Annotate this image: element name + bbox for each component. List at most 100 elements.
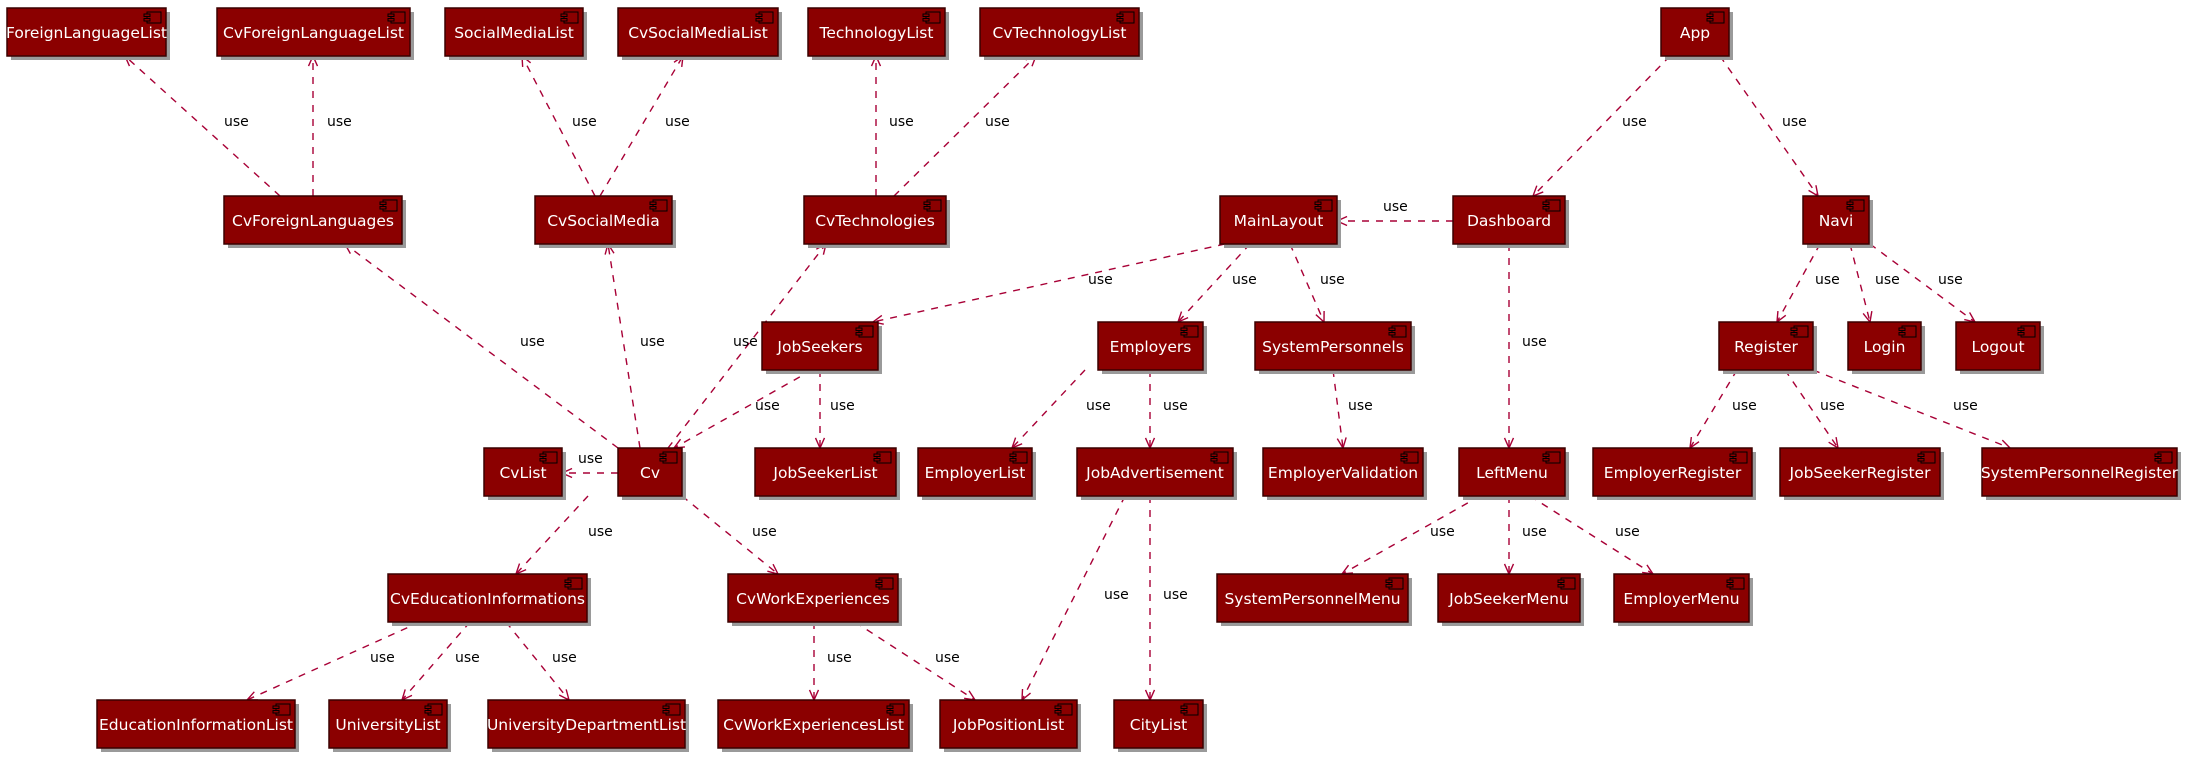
node-label: Login	[1864, 338, 1906, 356]
uml-component-icon	[1180, 703, 1199, 716]
node-label: SystemPersonnelRegister	[1981, 464, 2179, 482]
edge-cv-technologies-to-technology-list: use	[870, 54, 914, 196]
edge-cv-social-media-to-social-media-list: use	[521, 54, 597, 197]
edge-cv-technologies-to-cv-technology-list: use	[893, 54, 1038, 197]
node-box	[1216, 573, 1409, 623]
uml-component-icon	[1898, 325, 1917, 338]
edge-label: use	[889, 114, 914, 130]
component-node-app: App	[1660, 7, 1733, 60]
edge-label: use	[1782, 114, 1807, 130]
edge-cv-education-informations-to-university-department-list: use	[505, 621, 577, 702]
dependency-line	[521, 55, 596, 197]
uml-component-icon	[1116, 11, 1135, 24]
edge-label: use	[935, 650, 960, 666]
edge-label: use	[1104, 587, 1129, 603]
edge-label: use	[1732, 398, 1757, 414]
node-label: EmployerRegister	[1604, 464, 1742, 482]
node-box	[1592, 447, 1753, 497]
edge-job-advertisement-to-city-list: use	[1144, 496, 1188, 702]
node-box	[717, 699, 910, 749]
uml-component-icon	[1917, 451, 1936, 464]
uml-component-icon	[1180, 325, 1199, 338]
component-node-job-seeker-register: JobSeekerRegister	[1779, 447, 1944, 500]
node-label: JobAdvertisement	[1085, 464, 1224, 482]
dependency-line	[344, 243, 619, 449]
component-node-university-department-list: UniversityDepartmentList	[487, 699, 689, 752]
uml-component-icon	[379, 199, 398, 212]
component-node-system-personnels: SystemPersonnels	[1254, 321, 1415, 374]
node-label: SystemPersonnelMenu	[1224, 590, 1400, 608]
edge-employers-to-employer-list: use	[1010, 369, 1111, 450]
uml-component-icon	[272, 703, 291, 716]
edge-label: use	[830, 398, 855, 414]
uml-component-icon	[2017, 325, 2036, 338]
edge-app-to-dashboard: use	[1531, 55, 1671, 198]
arrow-head-icon	[1021, 688, 1031, 702]
uml-component-icon	[1400, 451, 1419, 464]
node-label: Register	[1734, 338, 1798, 356]
node-box	[727, 573, 899, 623]
edge-job-advertisement-to-job-position-list: use	[1021, 495, 1129, 702]
uml-component-icon	[1790, 325, 1809, 338]
component-node-job-seeker-menu: JobSeekerMenu	[1437, 573, 1584, 626]
dependency-line	[124, 55, 281, 197]
arrow-head-icon	[1828, 437, 1839, 450]
node-label: MainLayout	[1234, 212, 1324, 230]
edge-label: use	[588, 524, 613, 540]
edge-app-to-navi: use	[1719, 55, 1819, 198]
edge-label: use	[1953, 398, 1978, 414]
uml-component-icon	[1706, 11, 1725, 24]
dependency-line	[1341, 495, 1481, 575]
node-box	[1779, 447, 1941, 497]
uml-component-icon	[387, 11, 406, 24]
edge-label: use	[733, 334, 758, 350]
edge-label: use	[1815, 272, 1840, 288]
edge-label: use	[1163, 398, 1188, 414]
arrow-head-icon	[964, 690, 977, 701]
dependency-line	[1177, 243, 1251, 323]
uml-component-icon	[1846, 199, 1865, 212]
component-node-job-advertisement: JobAdvertisement	[1076, 447, 1237, 500]
edge-cv-to-cv-list: use	[560, 451, 618, 479]
edge-navi-to-register: use	[1776, 243, 1840, 324]
uml-component-icon	[662, 703, 681, 716]
component-node-technology-list: TechnologyList	[807, 7, 949, 60]
node-label: CvWorkExperiences	[736, 590, 890, 608]
node-label: CvForeignLanguageList	[223, 24, 404, 42]
arrow-head-icon	[1642, 564, 1655, 575]
edge-label: use	[1938, 272, 1963, 288]
component-node-dashboard: Dashboard	[1452, 195, 1569, 248]
component-node-cv-foreign-languages: CvForeignLanguages	[223, 195, 406, 248]
edge-label: use	[1088, 272, 1113, 288]
edge-label: use	[1820, 398, 1845, 414]
node-label: Dashboard	[1467, 212, 1551, 230]
uml-component-icon	[1388, 325, 1407, 338]
arrow-head-icon	[245, 691, 259, 701]
uml-component-icon	[1054, 703, 1073, 716]
uml-component-icon	[649, 199, 668, 212]
component-node-navi: Navi	[1802, 195, 1873, 248]
edge-label: use	[1522, 334, 1547, 350]
edge-cv-to-cv-work-experiences: use	[681, 495, 780, 576]
node-box	[939, 699, 1078, 749]
node-label: JobPositionList	[952, 716, 1064, 734]
edge-main-layout-to-system-personnels: use	[1289, 243, 1345, 324]
uml-component-icon	[1557, 577, 1576, 590]
uml-component-icon	[564, 577, 583, 590]
edge-cv-to-cv-foreign-languages: use	[343, 242, 619, 449]
edge-label: use	[1163, 587, 1188, 603]
arrow-head-icon	[1964, 312, 1977, 324]
edge-main-layout-to-job-seekers: use	[871, 243, 1226, 325]
node-label: CvTechnologies	[815, 212, 935, 230]
node-box	[216, 7, 411, 57]
dependency-line	[667, 243, 827, 449]
edge-label: use	[1232, 272, 1257, 288]
arrow-head-icon	[1776, 310, 1787, 324]
component-node-cv-education-informations: CvEducationInformations	[387, 573, 591, 626]
edge-label: use	[1086, 398, 1111, 414]
node-label: JobSeekerRegister	[1789, 464, 1932, 482]
edge-cv-foreign-languages-to-foreign-language-list: use	[123, 54, 281, 197]
dependency-line	[1849, 243, 1871, 323]
edge-register-to-employer-register: use	[1689, 369, 1757, 450]
node-label: UniversityDepartmentList	[487, 716, 686, 734]
